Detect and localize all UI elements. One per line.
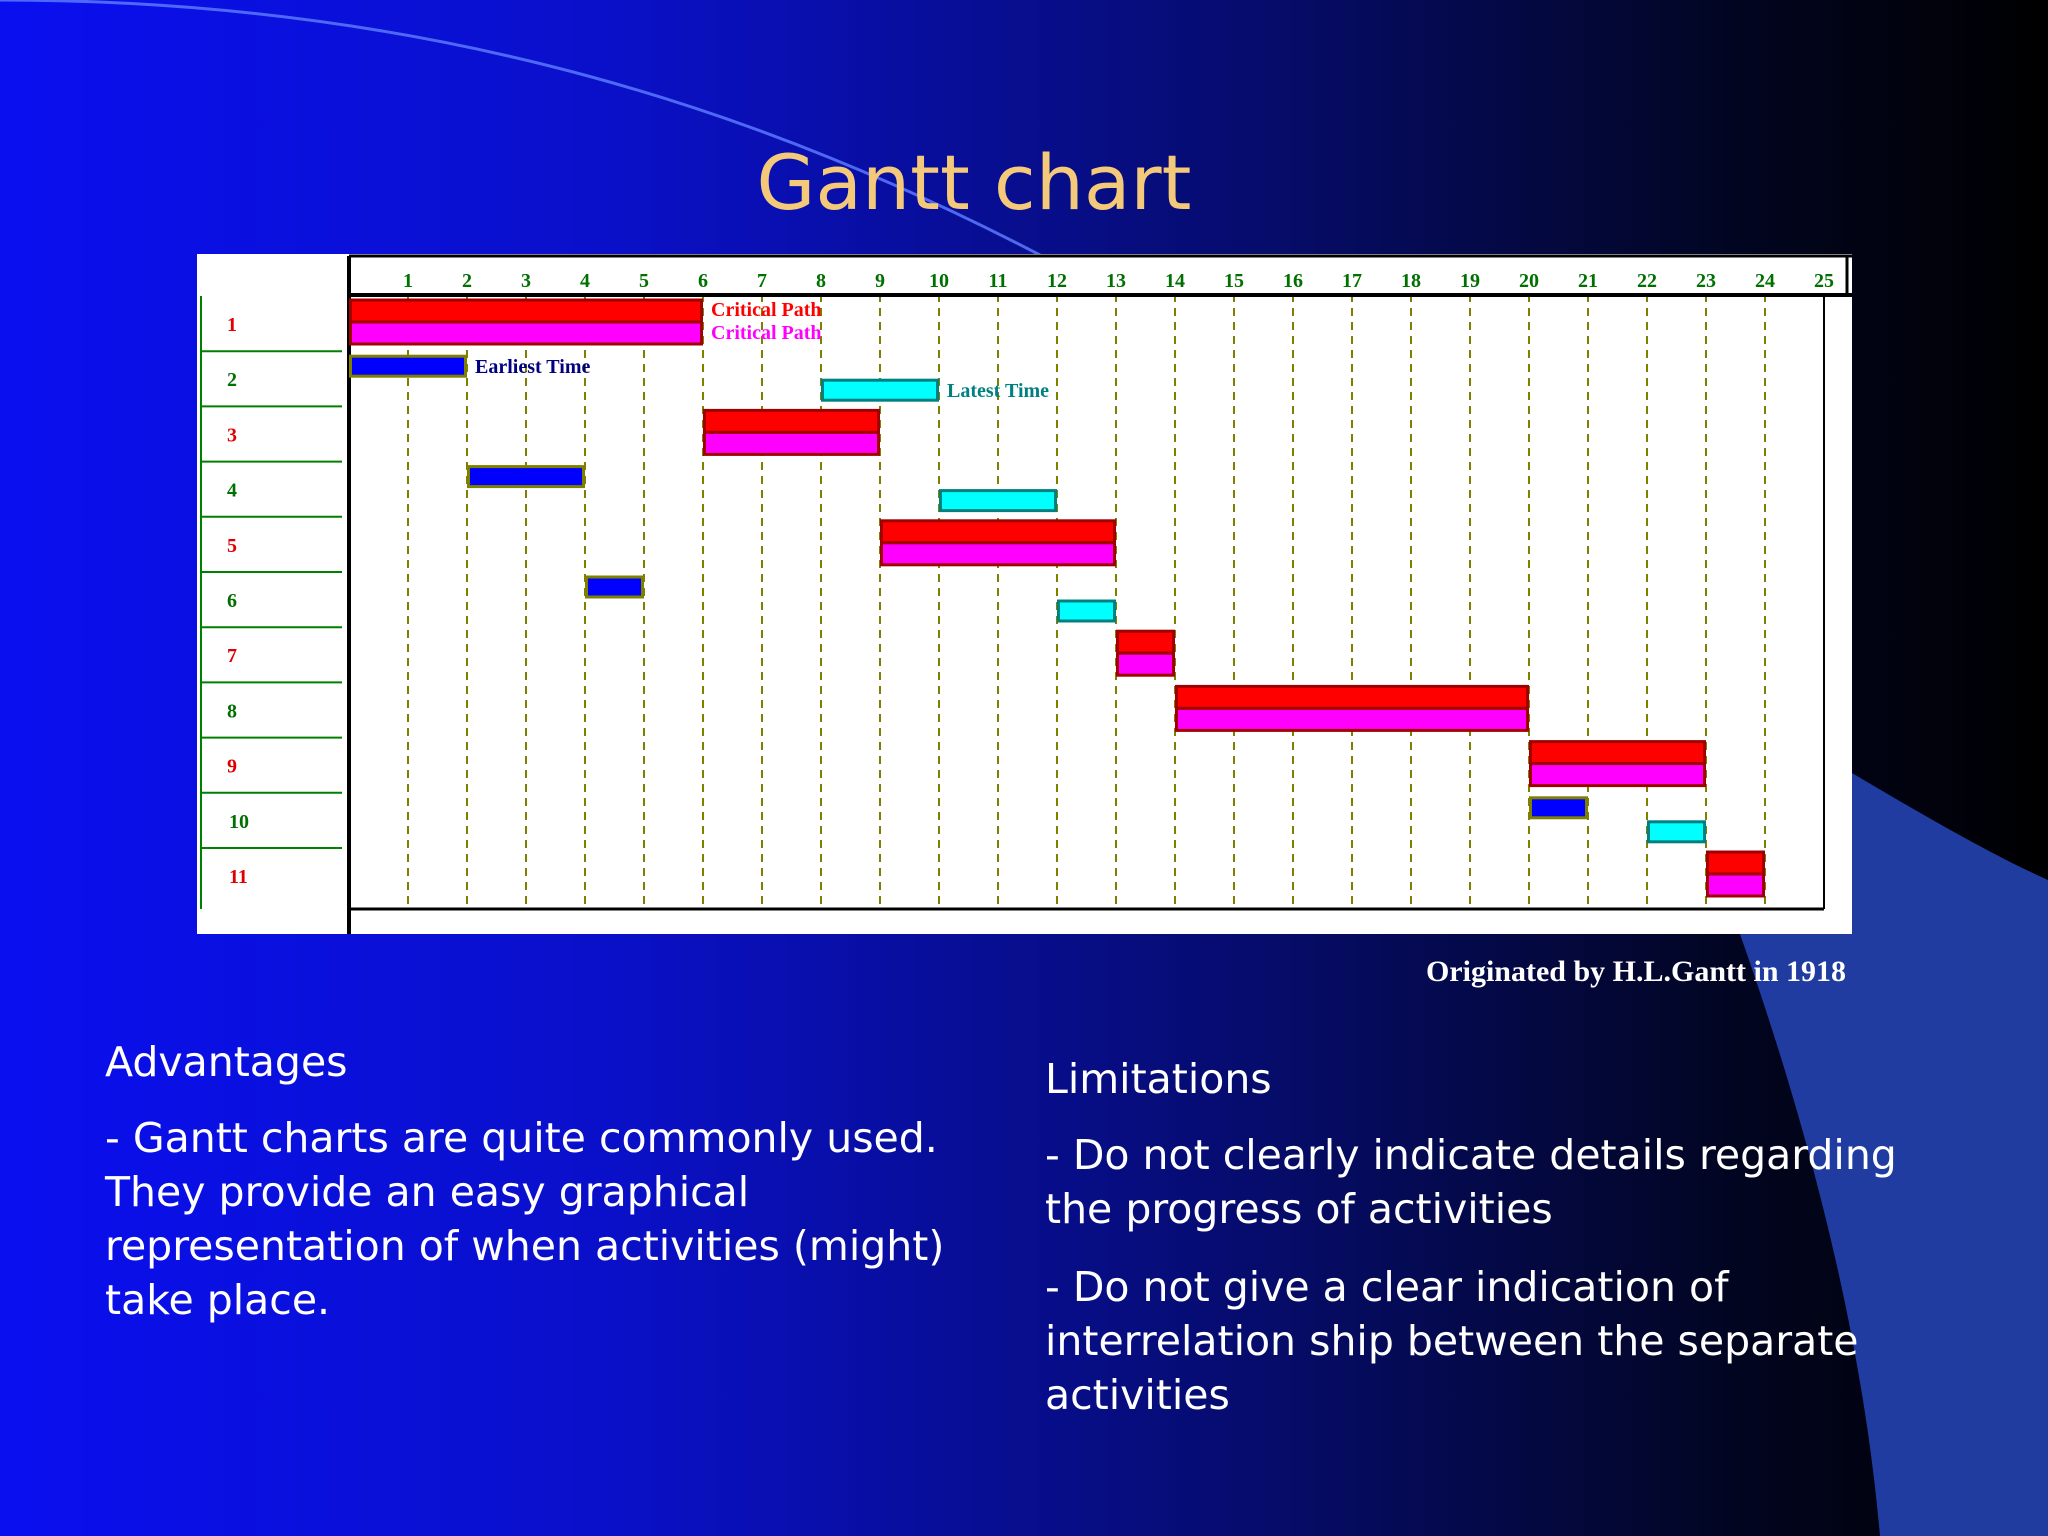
task-label: 6 — [227, 590, 237, 612]
critical-bar-earliest — [1175, 684, 1529, 710]
critical-bar-latest — [1529, 762, 1706, 788]
limitations-point: - Do not give a clear indication of inte… — [1045, 1263, 1859, 1419]
x-tick-label: 12 — [1047, 270, 1067, 292]
x-tick-label: 19 — [1460, 270, 1480, 292]
x-tick-label: 8 — [816, 270, 826, 292]
x-tick-label: 23 — [1696, 270, 1716, 292]
critical-bar-earliest — [1529, 740, 1706, 766]
earliest-bar — [467, 465, 585, 489]
critical-bar-earliest — [349, 298, 703, 324]
bar-annotation: Critical Path — [711, 322, 822, 344]
earliest-bar — [585, 575, 644, 599]
limitations-section: Limitations - Do not clearly indicate de… — [1045, 1052, 1945, 1446]
x-tick-label: 15 — [1224, 270, 1244, 292]
critical-bar-latest — [1706, 872, 1765, 898]
x-tick-label: 24 — [1755, 270, 1775, 292]
latest-bar — [821, 378, 939, 402]
task-label: 10 — [229, 811, 249, 833]
x-tick-label: 2 — [462, 270, 472, 292]
latest-bar — [1647, 820, 1706, 844]
x-tick-label: 1 — [403, 270, 413, 292]
task-label: 4 — [227, 480, 237, 502]
x-tick-label: 7 — [757, 270, 767, 292]
chart-credit: Originated by H.L.Gantt in 1918 — [1425, 955, 1846, 988]
limitations-point: - Do not clearly indicate details regard… — [1045, 1131, 1897, 1233]
task-label: 2 — [227, 369, 237, 391]
x-tick-label: 17 — [1342, 270, 1362, 292]
critical-bar-latest — [349, 320, 703, 346]
task-label: 1 — [227, 314, 237, 336]
x-tick-label: 16 — [1283, 270, 1303, 292]
x-tick-label: 5 — [639, 270, 649, 292]
task-label: 7 — [227, 645, 237, 667]
x-tick-label: 21 — [1578, 270, 1598, 292]
advantages-point: - Gantt charts are quite commonly used. … — [105, 1114, 945, 1324]
earliest-bar — [1529, 796, 1588, 820]
decor-arc-line — [0, 0, 1041, 257]
x-tick-label: 11 — [989, 270, 1008, 292]
x-tick-label: 22 — [1637, 270, 1657, 292]
critical-bar-earliest — [1116, 629, 1175, 655]
x-tick-label: 3 — [521, 270, 531, 292]
task-label: 9 — [227, 756, 237, 778]
latest-bar — [1057, 599, 1116, 623]
bar-annotation: Earliest Time — [475, 356, 590, 378]
limitations-heading: Limitations — [1045, 1055, 1272, 1103]
x-tick-label: 10 — [929, 270, 949, 292]
x-tick-label: 13 — [1106, 270, 1126, 292]
task-label: 8 — [227, 700, 237, 722]
x-tick-label: 9 — [875, 270, 885, 292]
x-tick-label: 6 — [698, 270, 708, 292]
critical-bar-latest — [1175, 706, 1529, 732]
latest-bar — [939, 489, 1057, 513]
earliest-bar — [349, 354, 467, 378]
advantages-heading: Advantages — [105, 1038, 348, 1086]
task-label: 5 — [227, 535, 237, 557]
x-tick-label: 18 — [1401, 270, 1421, 292]
x-tick-label: 4 — [580, 270, 590, 292]
bar-annotation: Critical Path — [711, 299, 822, 321]
task-label: 11 — [229, 866, 248, 888]
x-tick-label: 25 — [1814, 270, 1834, 292]
slide-title: Gantt chart — [756, 138, 1192, 227]
critical-bar-earliest — [880, 519, 1116, 545]
critical-bar-latest — [1116, 651, 1175, 677]
critical-bar-earliest — [1706, 850, 1765, 876]
bar-annotation: Latest Time — [947, 380, 1049, 402]
x-tick-label: 14 — [1165, 270, 1185, 292]
critical-bar-latest — [703, 430, 880, 456]
task-label: 3 — [227, 424, 237, 446]
advantages-section: Advantages - Gantt charts are quite comm… — [105, 1035, 985, 1351]
x-tick-label: 20 — [1519, 270, 1539, 292]
critical-bar-earliest — [703, 408, 880, 434]
critical-bar-latest — [880, 541, 1116, 567]
